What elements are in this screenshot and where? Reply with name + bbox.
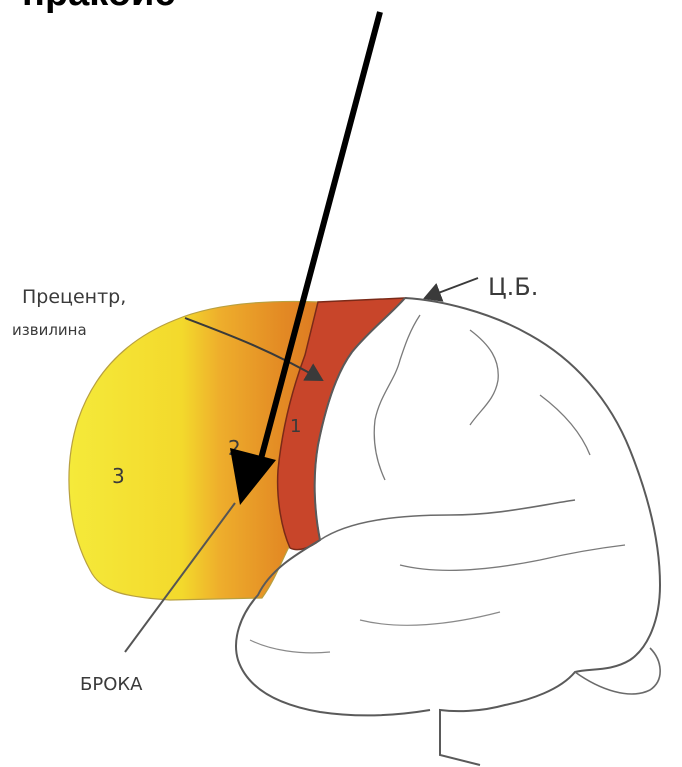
zone3-label: 3: [112, 464, 125, 488]
sulcus-line-3: [540, 395, 590, 455]
sulcus-line-4: [400, 545, 625, 570]
precentral-label-line1: Прецентр,: [22, 286, 126, 308]
sulcus-line-5: [360, 612, 500, 625]
temporal-lobe-line: [320, 500, 575, 540]
central-sulcus-label: Ц.Б.: [488, 273, 538, 301]
precentral-label-line2: извилина: [12, 321, 87, 339]
central-sulcus-pointer-arrow: [425, 278, 478, 298]
broca-label: БРОКА: [80, 674, 143, 695]
zone1-label: 1: [290, 416, 301, 437]
sulcus-line-1: [374, 315, 420, 480]
sulcus-line-2: [470, 330, 498, 425]
sulcus-line-6: [250, 640, 330, 653]
